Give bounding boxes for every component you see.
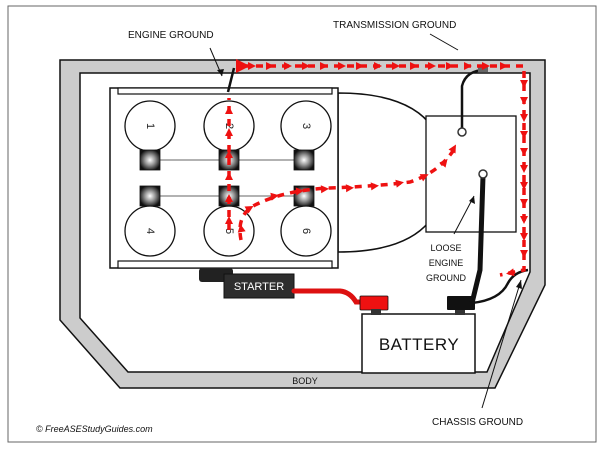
- current-flow-arrowhead: [419, 174, 429, 182]
- loose-ground-terminal: [478, 169, 488, 179]
- engine-ground-strap: [226, 67, 236, 93]
- current-flow-arrowhead: [464, 62, 472, 70]
- positive-terminal-clamp: [359, 295, 389, 311]
- current-flow-arrowhead: [520, 114, 528, 122]
- current-flow-arrowhead: [302, 62, 310, 70]
- current-flow-arrowhead: [482, 62, 490, 70]
- current-flow-arrowhead: [338, 62, 346, 70]
- battery-post-negative: [455, 309, 465, 315]
- current-flow-arrowhead: [270, 192, 279, 201]
- current-flow-arrowhead: [446, 62, 454, 70]
- current-flow-arrowhead: [506, 268, 515, 277]
- vehicle-body: [59, 59, 546, 389]
- current-flow-arrowhead: [439, 158, 448, 168]
- spark-plug-icon: [139, 149, 161, 171]
- current-flow-arrowhead: [520, 80, 528, 88]
- loose-ground-label-line1: LOOSE: [430, 243, 461, 253]
- copyright-text: © FreeASEStudyGuides.com: [36, 424, 153, 434]
- current-flow-arrowhead: [370, 182, 379, 191]
- cylinder-5-number: 5: [223, 228, 235, 234]
- engine-ground-label: ENGINE GROUND: [128, 30, 214, 41]
- current-flow-arrowhead: [225, 150, 233, 158]
- current-flow-arrowhead: [225, 106, 233, 114]
- current-flow-arrowhead: [356, 62, 364, 70]
- transmission-ground-label: TRANSMISSION GROUND: [333, 20, 456, 31]
- current-flow-arrowhead: [244, 206, 254, 214]
- current-flow-arrowhead: [410, 62, 418, 70]
- current-flow-arrowhead: [448, 144, 456, 154]
- current-flow-arrowhead: [284, 62, 292, 70]
- negative-terminal-clamp: [447, 296, 475, 310]
- cylinder-3-number: 3: [300, 123, 312, 129]
- flow-arrowheads: [225, 62, 528, 277]
- current-flow-arrowhead: [374, 62, 382, 70]
- current-flow-arrowhead: [500, 62, 508, 70]
- outer-frame: [7, 5, 597, 443]
- engine-top-rail: [117, 87, 333, 95]
- battery-label: BATTERY: [379, 335, 459, 354]
- current-flow-arrowhead: [520, 131, 528, 139]
- current-flow-arrowhead: [225, 172, 233, 180]
- current-flow-arrowhead: [520, 148, 528, 156]
- current-flow-arrowhead: [520, 250, 528, 258]
- current-flow-arrowhead: [248, 62, 256, 70]
- chassis-ground-label: CHASSIS GROUND: [432, 417, 523, 428]
- spark-plug-icon: [293, 149, 315, 171]
- current-flow-arrowhead: [225, 216, 233, 224]
- transmission-box: [425, 115, 517, 233]
- current-flow-arrowhead: [237, 224, 246, 233]
- current-flow-arrowhead: [320, 185, 329, 194]
- current-flow-arrowhead: [225, 194, 233, 202]
- battery-post-positive: [371, 309, 381, 315]
- transmission-ground-leader: [429, 33, 459, 51]
- cylinder-4-number: 4: [144, 228, 156, 234]
- current-flow-arrowhead: [345, 184, 354, 193]
- loose-ground-label-line3: GROUND: [426, 273, 466, 283]
- current-flow-arrowhead: [520, 199, 528, 207]
- engine-bottom-rail: [117, 260, 333, 269]
- loose-engine-ground-cable: [469, 173, 486, 306]
- current-flow-arrowhead: [520, 233, 528, 241]
- current-flow-arrowhead: [392, 62, 400, 70]
- current-flow-arrowhead: [266, 62, 274, 70]
- chassis-ground-leader-head: [516, 280, 522, 289]
- starter: [223, 273, 295, 299]
- current-flow-arrowhead: [225, 128, 233, 136]
- current-flow-arrowhead: [520, 97, 528, 105]
- current-flow-arrowhead: [295, 187, 304, 196]
- current-flow-arrowhead: [428, 62, 436, 70]
- current-flow-arrowhead: [320, 62, 328, 70]
- cylinder-6-number: 6: [300, 228, 312, 234]
- current-flow-arrowhead: [395, 179, 404, 188]
- loose-ground-leader-head: [469, 196, 475, 204]
- battery: [361, 313, 476, 374]
- chassis-ground-cable: [471, 268, 529, 305]
- current-flow-arrowhead: [520, 216, 528, 224]
- body-label: BODY: [292, 376, 318, 386]
- loose-ground-label-line2: ENGINE: [429, 258, 464, 268]
- cylinder-1-number: 1: [144, 123, 156, 129]
- transmission-ground-terminal: [457, 127, 467, 137]
- spark-plug-icon: [139, 185, 161, 207]
- engine-ground-leader-head: [217, 69, 224, 76]
- starter-label: STARTER: [234, 281, 284, 293]
- cylinders: 1 2 3 4 5 6: [124, 100, 332, 257]
- current-flow-arrowhead: [520, 182, 528, 190]
- positive-battery-cable: [291, 288, 365, 305]
- current-flow-arrowhead: [520, 165, 528, 173]
- loose-ground-leader: [453, 195, 475, 235]
- chassis-ground-leader: [481, 279, 522, 409]
